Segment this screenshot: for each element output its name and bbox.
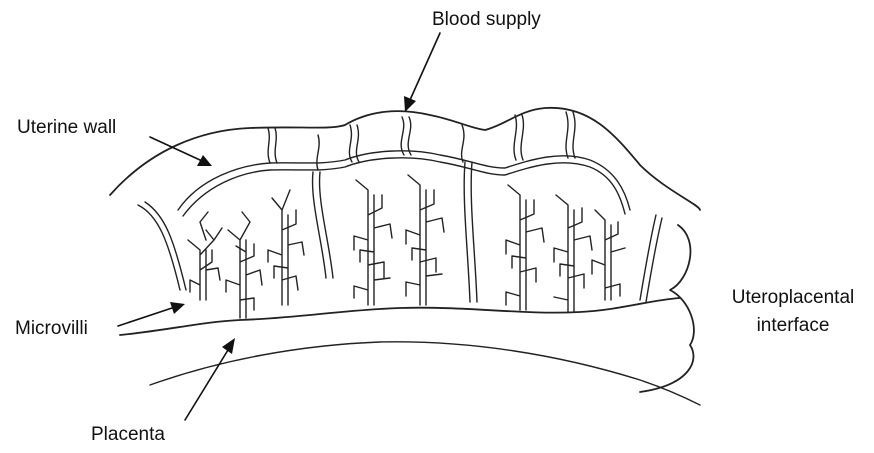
basal-plate-upper (120, 298, 680, 335)
uteroplacental-interface-label: Uteroplacental interface (718, 287, 868, 337)
vessel-6 (514, 115, 516, 160)
interface-label-line2: interface (718, 315, 868, 337)
placenta-arrow (185, 338, 235, 420)
vessel-4b (408, 117, 411, 155)
vessel-3 (349, 125, 352, 162)
chorionic-plate-outer (178, 151, 630, 210)
villous-tree-6 (506, 185, 544, 310)
blood-supply-arrow (404, 33, 440, 112)
villous-tree-2 (226, 212, 262, 318)
right-flap-2 (646, 218, 662, 302)
uterine-wall-label: Uterine wall (17, 117, 116, 139)
microvilli-label: Microvilli (15, 318, 88, 340)
villous-tree-8 (592, 210, 625, 300)
villous-tree-5 (406, 175, 444, 305)
placenta-label: Placenta (91, 424, 165, 446)
vessel-7b (573, 112, 575, 158)
septum-1b (320, 172, 333, 278)
vessel-1b (275, 128, 277, 163)
vessel-4 (401, 117, 404, 155)
blood-supply-label: Blood supply (432, 9, 541, 31)
septum-2b (471, 162, 477, 302)
vessel-1 (268, 128, 270, 163)
villous-tree-7 (554, 195, 592, 312)
vessel-7 (566, 112, 568, 158)
vessel-2 (317, 135, 319, 170)
interface-label-line1: Uteroplacental (718, 287, 868, 309)
vessel-5 (462, 125, 464, 162)
uterine-wall-arrow (150, 137, 212, 166)
vessel-6b (521, 115, 523, 160)
microvilli-arrow (118, 302, 185, 326)
septum-2 (464, 162, 470, 302)
villous-tree-1 (188, 212, 222, 300)
villous-tree-3 (268, 190, 304, 305)
villous-tree-4 (354, 180, 392, 305)
